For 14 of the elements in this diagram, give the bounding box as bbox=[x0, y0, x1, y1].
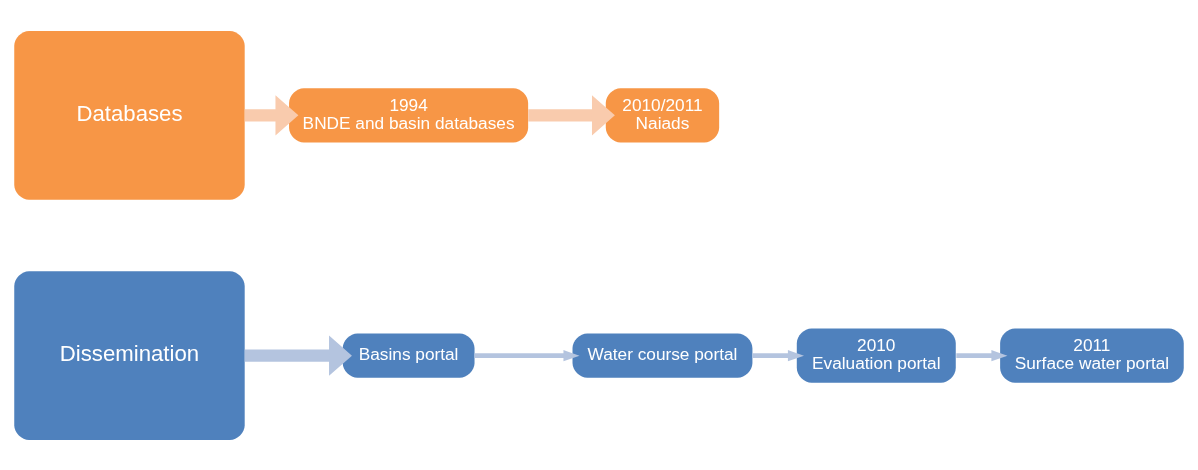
arrow bbox=[474, 349, 580, 361]
arrow bbox=[752, 349, 804, 361]
arrow bbox=[244, 335, 352, 376]
node-box: 1994 BNDE and basin databases bbox=[289, 87, 529, 142]
node-box: Water course portal bbox=[572, 332, 753, 378]
arrow bbox=[528, 94, 615, 135]
node-box: Databases bbox=[14, 30, 245, 200]
node-box: Basins portal bbox=[342, 332, 475, 378]
node-box: 2011 Surface water portal bbox=[1000, 328, 1184, 383]
node-box: 2010 Evaluation portal bbox=[796, 328, 956, 383]
node-box: Dissemination bbox=[14, 270, 245, 440]
node-box: 2010/2011 Naiads bbox=[605, 87, 720, 142]
arrow bbox=[956, 349, 1008, 361]
arrow bbox=[244, 94, 299, 135]
